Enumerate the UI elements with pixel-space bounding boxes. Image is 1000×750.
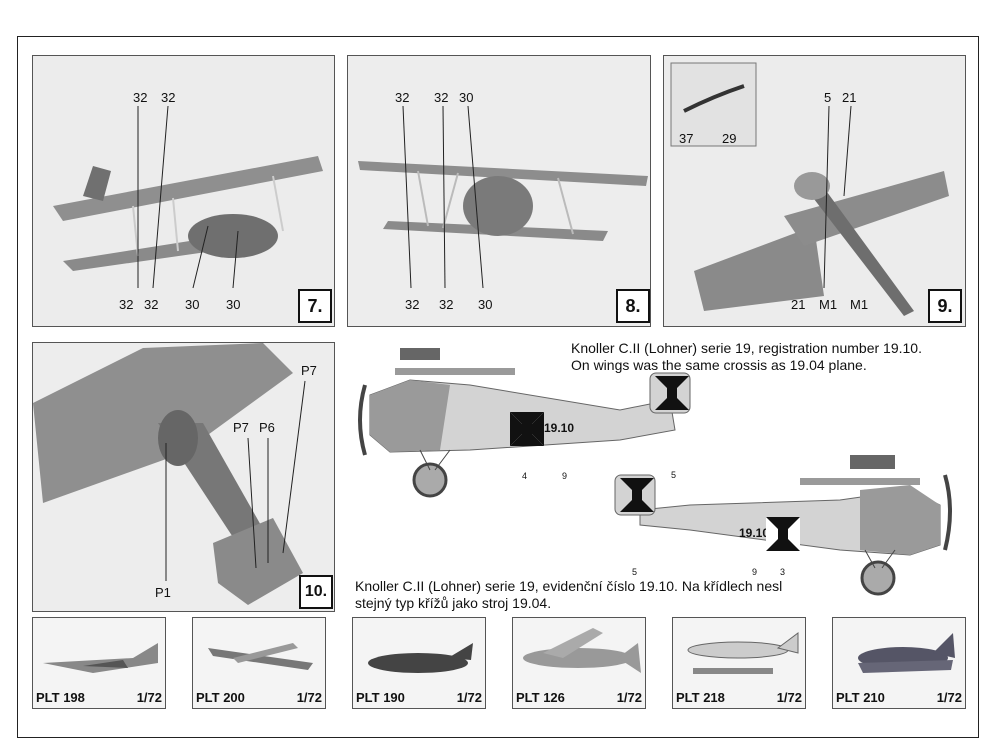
step-7-panel: 32 32 32 32 30 30 7. (32, 55, 335, 327)
profile-right-registration: 19.10 (739, 526, 770, 540)
step-8-label-bottom-2: 32 (439, 297, 454, 312)
step-7-label-bottom-3: 30 (185, 297, 200, 312)
step-7-label-bottom-2: 32 (144, 297, 159, 312)
step-10-label-p1: P1 (155, 585, 171, 600)
profile-left-tail-cross-icon (655, 376, 689, 410)
profile-right-mark-3: 3 (780, 567, 786, 577)
thumbnail-plt-210-code: PLT 210 (836, 690, 885, 705)
thumbnail-plt-198[interactable]: PLT 198 1/72 (32, 617, 166, 709)
step-10-model-illustration (33, 343, 334, 611)
step-8-number: 8. (616, 289, 650, 323)
step-7-number: 7. (298, 289, 332, 323)
caption-english-line-1: Knoller C.II (Lohner) serie 19, registra… (571, 340, 922, 356)
thumbnail-plt-126-plane-icon (523, 628, 641, 673)
thumbnail-plt-200-code: PLT 200 (196, 690, 245, 705)
profile-left-mark-3: 5 (671, 470, 677, 480)
step-9-inset-label-1: 37 (679, 131, 694, 146)
thumbnail-plt-218-plane-icon (687, 632, 799, 674)
step-9-panel: 37 29 5 21 21 M1 M1 9. (663, 55, 966, 327)
thumbnail-plt-210[interactable]: PLT 210 1/72 (832, 617, 966, 709)
profile-left-fuselage-cross-icon (510, 412, 544, 446)
step-8-label-bottom-3: 30 (478, 297, 493, 312)
step-10-label-p7: P7 (233, 420, 249, 435)
step-8-label-top-2: 32 (434, 90, 449, 105)
step-10-label-p6: P6 (259, 420, 275, 435)
step-9-label-bottom-2: M1 (819, 297, 838, 312)
step-7-label-top-2: 32 (161, 90, 176, 105)
thumbnail-plt-198-code: PLT 198 (36, 690, 85, 705)
thumbnail-plt-198-scale: 1/72 (136, 690, 162, 705)
thumbnail-plt-126-code: PLT 126 (516, 690, 565, 705)
thumbnail-plt-200-scale: 1/72 (296, 690, 322, 705)
step-9-label-top-1: 5 (824, 90, 832, 105)
profile-right-fuselage-cross-icon (766, 517, 800, 551)
thumbnail-plt-190-scale: 1/72 (456, 690, 482, 705)
caption-czech-line-1: Knoller C.II (Lohner) serie 19, evidenčn… (355, 578, 783, 594)
thumbnail-plt-210-plane-icon (858, 633, 955, 673)
step-9-label-top-2: 21 (842, 90, 857, 105)
step-9-inset-label-2: 29 (722, 131, 737, 146)
thumbnail-plt-218-code: PLT 218 (676, 690, 725, 705)
thumbnail-plt-218-scale: 1/72 (776, 690, 802, 705)
step-7-label-top-1: 32 (133, 90, 148, 105)
step-10-number: 10. (299, 575, 333, 609)
step-7-model-illustration (33, 56, 334, 326)
profile-left-registration: 19.10 (544, 421, 575, 435)
thumbnail-plt-200-plane-icon (208, 643, 313, 670)
thumbnail-plt-190-code: PLT 190 (356, 690, 405, 705)
thumbnail-plt-126-scale: 1/72 (616, 690, 642, 705)
profile-right-tail-cross-icon (620, 478, 654, 512)
thumbnail-plt-126[interactable]: PLT 126 1/72 (512, 617, 646, 709)
thumbnail-plt-190-plane-icon (368, 643, 473, 673)
step-10-panel: P7 P7 P6 P1 10. (32, 342, 335, 612)
step-10-label-p7-right: P7 (301, 363, 317, 378)
thumbnail-plt-190[interactable]: PLT 190 1/72 (352, 617, 486, 709)
profile-right-mark-1: 5 (632, 567, 638, 577)
caption-czech-line-2: stejný typ křížů jako stroj 19.04. (355, 595, 552, 611)
step-8-label-top-3: 30 (459, 90, 474, 105)
profile-left-mark-1: 4 (522, 471, 528, 481)
profile-left-mark-2: 9 (562, 471, 568, 481)
thumbnail-plt-200[interactable]: PLT 200 1/72 (192, 617, 326, 709)
step-7-label-bottom-1: 32 (119, 297, 134, 312)
caption-english-line-2: On wings was the same crossis as 19.04 p… (571, 357, 867, 373)
step-9-label-bottom-1: 21 (791, 297, 806, 312)
step-9-label-bottom-3: M1 (850, 297, 869, 312)
step-8-label-top-1: 32 (395, 90, 410, 105)
step-7-label-bottom-4: 30 (226, 297, 241, 312)
thumbnail-plt-198-plane-icon (43, 643, 158, 673)
profile-right-mark-2: 9 (752, 567, 758, 577)
step-9-model-illustration (664, 56, 965, 326)
step-8-label-bottom-1: 32 (405, 297, 420, 312)
thumbnail-plt-218[interactable]: PLT 218 1/72 (672, 617, 806, 709)
thumbnail-plt-210-scale: 1/72 (936, 690, 962, 705)
step-8-panel: 32 32 30 32 32 30 8. (347, 55, 651, 327)
step-9-number: 9. (928, 289, 962, 323)
instruction-sheet (17, 36, 979, 738)
step-8-model-illustration (348, 56, 650, 326)
